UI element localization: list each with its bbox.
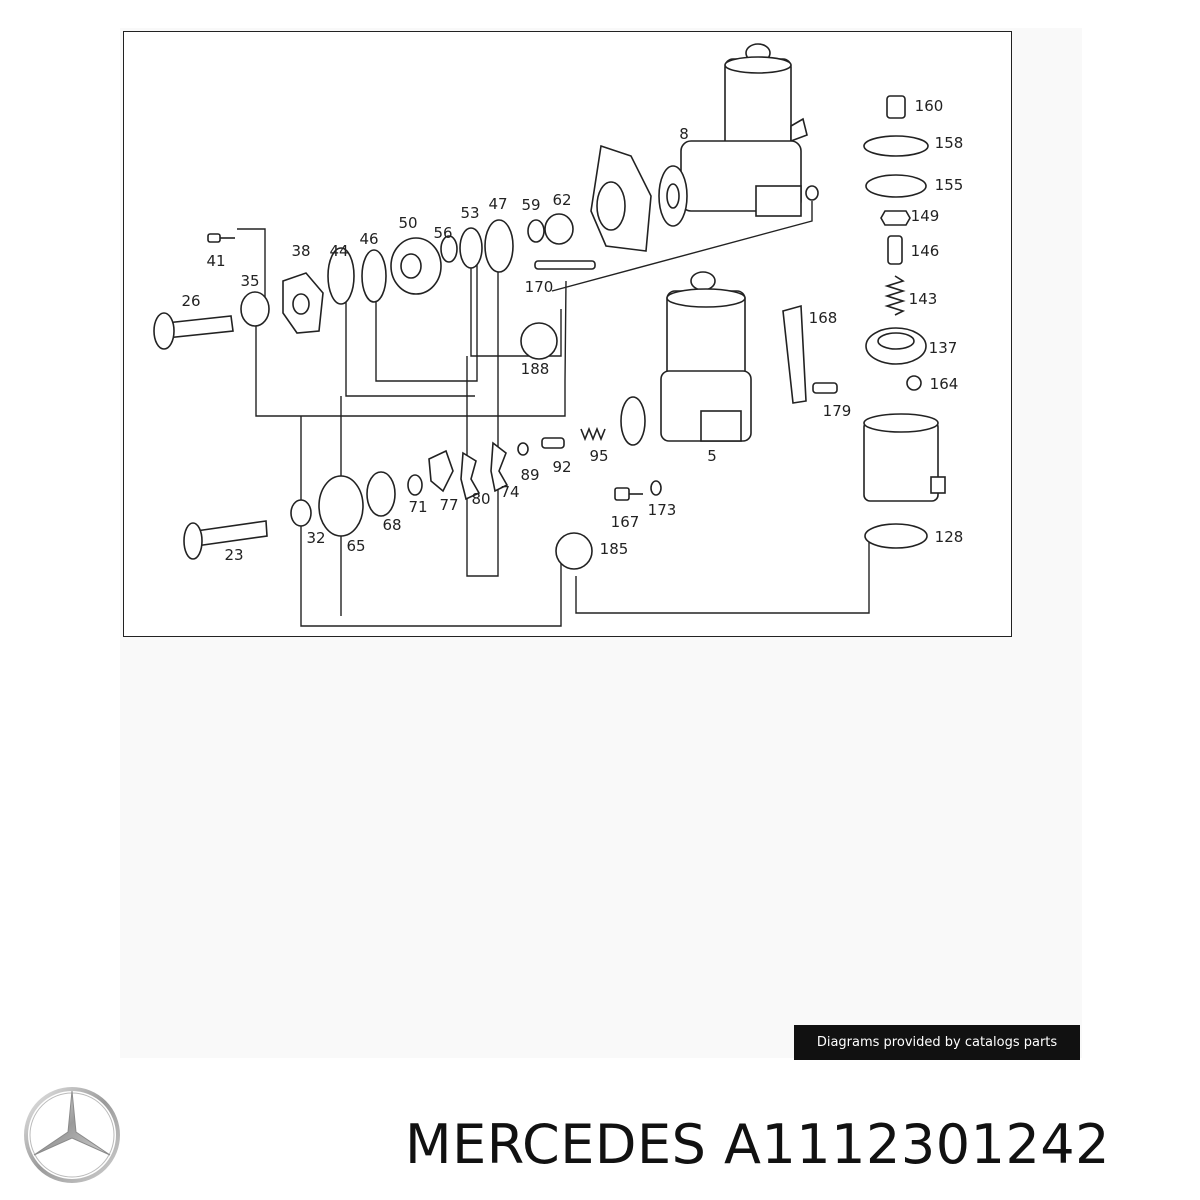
part-label-32: 32: [306, 529, 325, 547]
mercedes-star-icon: [24, 1087, 120, 1183]
brand-part-title: MERCEDES A1112301242: [405, 1113, 1111, 1176]
part-label-89: 89: [520, 466, 539, 484]
part-label-71: 71: [408, 498, 427, 516]
part-label-47: 47: [488, 195, 507, 213]
part-label-77: 77: [439, 496, 458, 514]
part-label-80: 80: [471, 490, 490, 508]
part-label-59: 59: [521, 196, 540, 214]
part-label-44: 44: [329, 242, 348, 260]
pump-assembly-lower: [620, 271, 752, 446]
part-label-68: 68: [382, 516, 401, 534]
part-label-128: 128: [935, 528, 964, 546]
part-label-149: 149: [911, 207, 940, 225]
part-label-35: 35: [240, 272, 259, 290]
leader-line: [551, 201, 813, 292]
leader-line: [345, 301, 475, 397]
part-label-155: 155: [935, 176, 964, 194]
part-label-5: 5: [707, 447, 717, 465]
exploded-parts-diagram: 41 38 44 46 50 56 53 47 59 62 8 35 26 170 188 160 158 155…: [123, 31, 1012, 637]
part-label-65: 65: [346, 537, 365, 555]
part-label-167: 167: [611, 513, 640, 531]
part-label-62: 62: [552, 191, 571, 209]
part-label-173: 173: [648, 501, 677, 519]
part-label-46: 46: [359, 230, 378, 248]
part-label-8: 8: [679, 125, 689, 143]
part-labels: 41 38 44 46 50 56 53 47 59 62 8 35 26 170 188 160 158 155…: [181, 97, 963, 564]
part-label-170: 170: [525, 278, 554, 296]
leader-line: [575, 541, 870, 614]
part-label-50: 50: [398, 214, 417, 232]
leader-line: [470, 259, 562, 357]
part-label-53: 53: [460, 204, 479, 222]
part-label-23: 23: [224, 546, 243, 564]
part-label-160: 160: [915, 97, 944, 115]
part-label-56: 56: [433, 224, 452, 242]
part-label-41: 41: [206, 252, 225, 270]
part-label-26: 26: [181, 292, 200, 310]
part-label-137: 137: [929, 339, 958, 357]
part-label-185: 185: [600, 540, 629, 558]
part-label-179: 179: [823, 402, 852, 420]
leader-line: [237, 228, 567, 417]
upper-row-parts: [153, 185, 819, 360]
part-label-164: 164: [930, 375, 959, 393]
part-label-95: 95: [589, 447, 608, 465]
part-label-143: 143: [909, 290, 938, 308]
leader-line: [375, 251, 478, 382]
part-label-146: 146: [911, 242, 940, 260]
part-label-74: 74: [500, 483, 519, 501]
reservoir-parts: [782, 95, 946, 549]
part-label-38: 38: [291, 242, 310, 260]
pump-assembly-upper: [590, 43, 808, 252]
diagram-credit: Diagrams provided by catalogs parts: [794, 1025, 1080, 1060]
lower-row-parts: [183, 426, 662, 570]
part-label-158: 158: [935, 134, 964, 152]
part-label-168: 168: [809, 309, 838, 327]
diagram-drawing: 41 38 44 46 50 56 53 47 59 62 8 35 26 170 188 160 158 155…: [153, 43, 963, 627]
part-label-188: 188: [521, 360, 550, 378]
part-label-92: 92: [552, 458, 571, 476]
